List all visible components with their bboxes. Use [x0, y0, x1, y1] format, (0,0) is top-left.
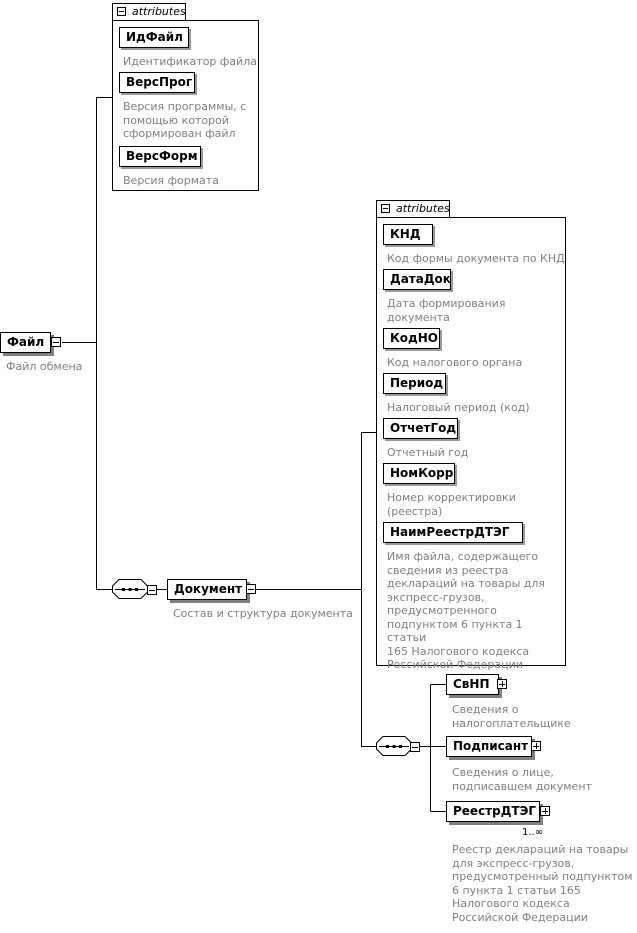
- attribute-versprog[interactable]: ВерсПрог: [119, 72, 195, 93]
- collapse-icon[interactable]: [381, 204, 390, 213]
- attribute-idfile-description: Идентификатор файла: [123, 55, 257, 68]
- element-reestrdteg-description: Реестр деклараций на товары для экспресс…: [452, 843, 633, 924]
- element-svnp[interactable]: СвНП: [446, 674, 499, 695]
- element-reestrdteg[interactable]: РеестрДТЭГ: [446, 801, 540, 822]
- attribute-period[interactable]: Период: [383, 373, 446, 394]
- cardinality-label: 1..∞: [522, 827, 544, 838]
- attribute-otchetgod[interactable]: ОтчетГод: [383, 418, 458, 439]
- attribute-kodno-description: Код налогового органа: [387, 356, 523, 369]
- sequence-icon[interactable]: [376, 736, 412, 756]
- attribute-knd-description: Код формы документа по КНД: [387, 252, 565, 265]
- element-svnp-description: Сведения о налогоплательщике: [452, 703, 571, 730]
- attribute-versprog-description: Версия программы, с помощью которой сфор…: [123, 100, 247, 140]
- collapse-icon[interactable]: [147, 585, 157, 595]
- attribute-versform-description: Версия формата: [123, 174, 219, 187]
- attribute-otchetgod-description: Отчетный год: [387, 446, 469, 459]
- attribute-versform[interactable]: ВерсФорм: [119, 146, 201, 167]
- attribute-period-description: Налоговый период (код): [387, 401, 530, 414]
- element-file[interactable]: Файл: [0, 332, 51, 353]
- attributes-label: attributes: [396, 202, 450, 215]
- root-attributes-group: ИдФайл Идентификатор файла ВерсПрог Верс…: [112, 20, 259, 191]
- expand-icon[interactable]: [497, 679, 507, 689]
- collapse-icon[interactable]: [117, 7, 126, 16]
- element-document[interactable]: Документ: [167, 579, 247, 600]
- element-podpisant[interactable]: Подписант: [446, 736, 532, 757]
- attribute-naimreestrdteg-description: Имя файла, содержащего сведения из реест…: [387, 550, 546, 671]
- attribute-naimreestrdteg[interactable]: НаимРеестрДТЭГ: [383, 522, 523, 543]
- attribute-nomkorr[interactable]: НомКорр: [383, 463, 455, 484]
- expand-icon[interactable]: [531, 741, 541, 751]
- attribute-kodno[interactable]: КодНО: [383, 328, 440, 349]
- sequence-icon[interactable]: [112, 579, 148, 599]
- attribute-knd[interactable]: КНД: [383, 224, 433, 245]
- document-attributes-tab[interactable]: attributes: [376, 200, 450, 218]
- collapse-icon[interactable]: [51, 337, 61, 347]
- attribute-idfile[interactable]: ИдФайл: [119, 27, 189, 48]
- document-attributes-group: КНД Код формы документа по КНД ДатаДок Д…: [376, 217, 566, 671]
- attribute-datadok-description: Дата формирования документа: [387, 297, 506, 324]
- collapse-icon[interactable]: [246, 584, 256, 594]
- element-file-description: Файл обмена: [6, 360, 83, 373]
- collapse-icon[interactable]: [410, 742, 420, 752]
- attributes-label: attributes: [132, 5, 186, 18]
- attribute-datadok[interactable]: ДатаДок: [383, 269, 451, 290]
- root-attributes-tab[interactable]: attributes: [112, 3, 186, 21]
- element-podpisant-description: Сведения о лице, подписавшем документ: [452, 766, 592, 793]
- element-document-description: Состав и структура документа: [173, 607, 353, 620]
- attribute-nomkorr-description: Номер корректировки (реестра): [387, 491, 516, 518]
- expand-icon[interactable]: [540, 806, 550, 816]
